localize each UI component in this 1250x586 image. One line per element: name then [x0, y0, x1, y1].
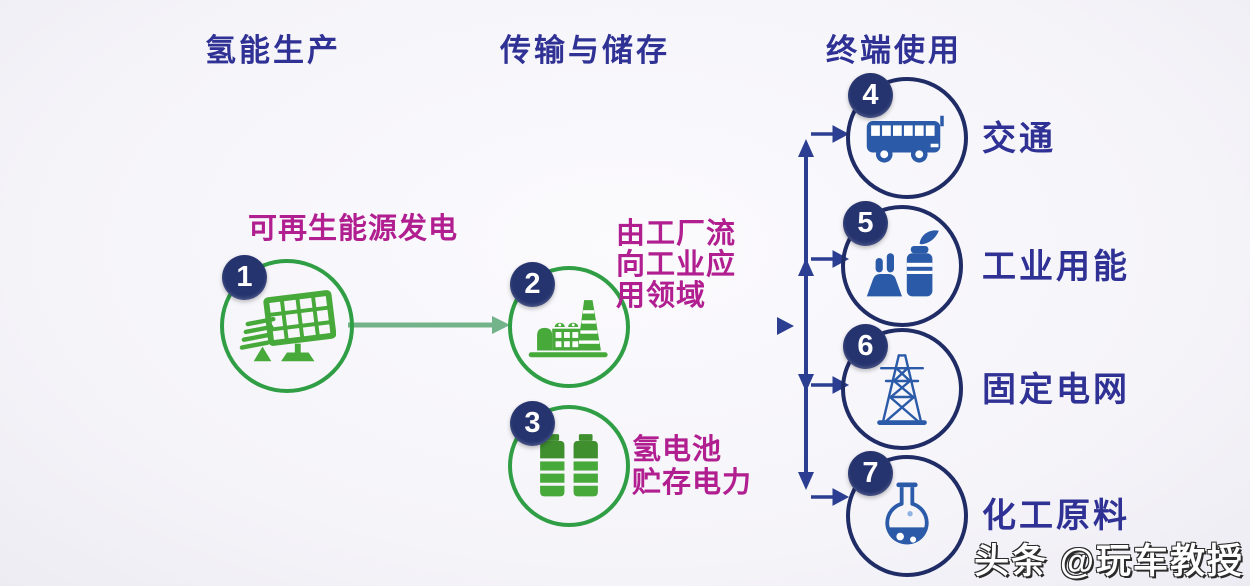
badge-number: 4 [862, 79, 879, 111]
node-hydrogen-battery: 3 [508, 401, 630, 527]
badge-step-1: 1 [222, 255, 267, 300]
badge-number: 1 [236, 261, 253, 293]
battery-icon [540, 434, 598, 497]
bus-icon [866, 115, 944, 163]
badge-number: 3 [524, 407, 541, 439]
label-industrial-energy: 工业用能 [982, 248, 1130, 286]
chemical-flask-icon [885, 482, 929, 545]
badge-number: 7 [862, 457, 879, 489]
node-chemical-feedstock: 7 [846, 451, 968, 577]
watermark: 头条 @玩车教授 [974, 542, 1244, 581]
label-line: 由工厂流 [616, 218, 737, 250]
node-industrial-energy: 5 [841, 201, 963, 327]
badge-step-7: 7 [848, 451, 893, 496]
label-fixed-grid: 固定电网 [982, 371, 1130, 409]
label-line: 氢电池 [632, 434, 723, 466]
industrial-plant-icon [866, 230, 939, 297]
badge-number: 2 [524, 268, 541, 300]
badge-step-6: 6 [843, 324, 888, 369]
label-line: 用领域 [616, 280, 707, 312]
node-factory-transfer: 2 [508, 262, 630, 388]
solar-panel-icon [239, 290, 336, 362]
badge-step-4: 4 [848, 73, 893, 118]
column-title-end-use: 终端使用 [826, 33, 962, 68]
label-chemical-feedstock: 化工原料 [982, 497, 1130, 535]
arrow-solar-to-factory [348, 316, 510, 334]
node-fixed-grid: 6 [841, 324, 963, 450]
column-title-transmission-storage: 传输与储存 [500, 33, 670, 68]
label-renewable-generation: 可再生能源发电 [248, 213, 459, 245]
branch-arrows [811, 125, 850, 506]
factory-icon [528, 300, 608, 358]
label-hydrogen-battery-storage: 氢电池 贮存电力 [632, 434, 752, 500]
badge-step-3: 3 [510, 401, 555, 446]
column-title-production: 氢能生产 [205, 33, 341, 68]
transmission-tower-icon [877, 354, 927, 425]
badge-step-2: 2 [510, 262, 555, 307]
label-factory-to-industry: 由工厂流 向工业应 用领域 [616, 219, 736, 312]
node-renewable-generation: 1 [220, 255, 354, 393]
badge-number: 5 [857, 207, 874, 239]
badge-step-5: 5 [843, 201, 888, 246]
label-transport: 交通 [982, 120, 1056, 158]
label-line: 贮存电力 [632, 467, 753, 499]
arrow-factory-to-hub [623, 317, 794, 335]
label-line: 向工业应 [616, 249, 737, 281]
node-transport: 4 [846, 73, 968, 199]
hub-vertical-line [798, 139, 814, 490]
badge-number: 6 [857, 330, 874, 362]
